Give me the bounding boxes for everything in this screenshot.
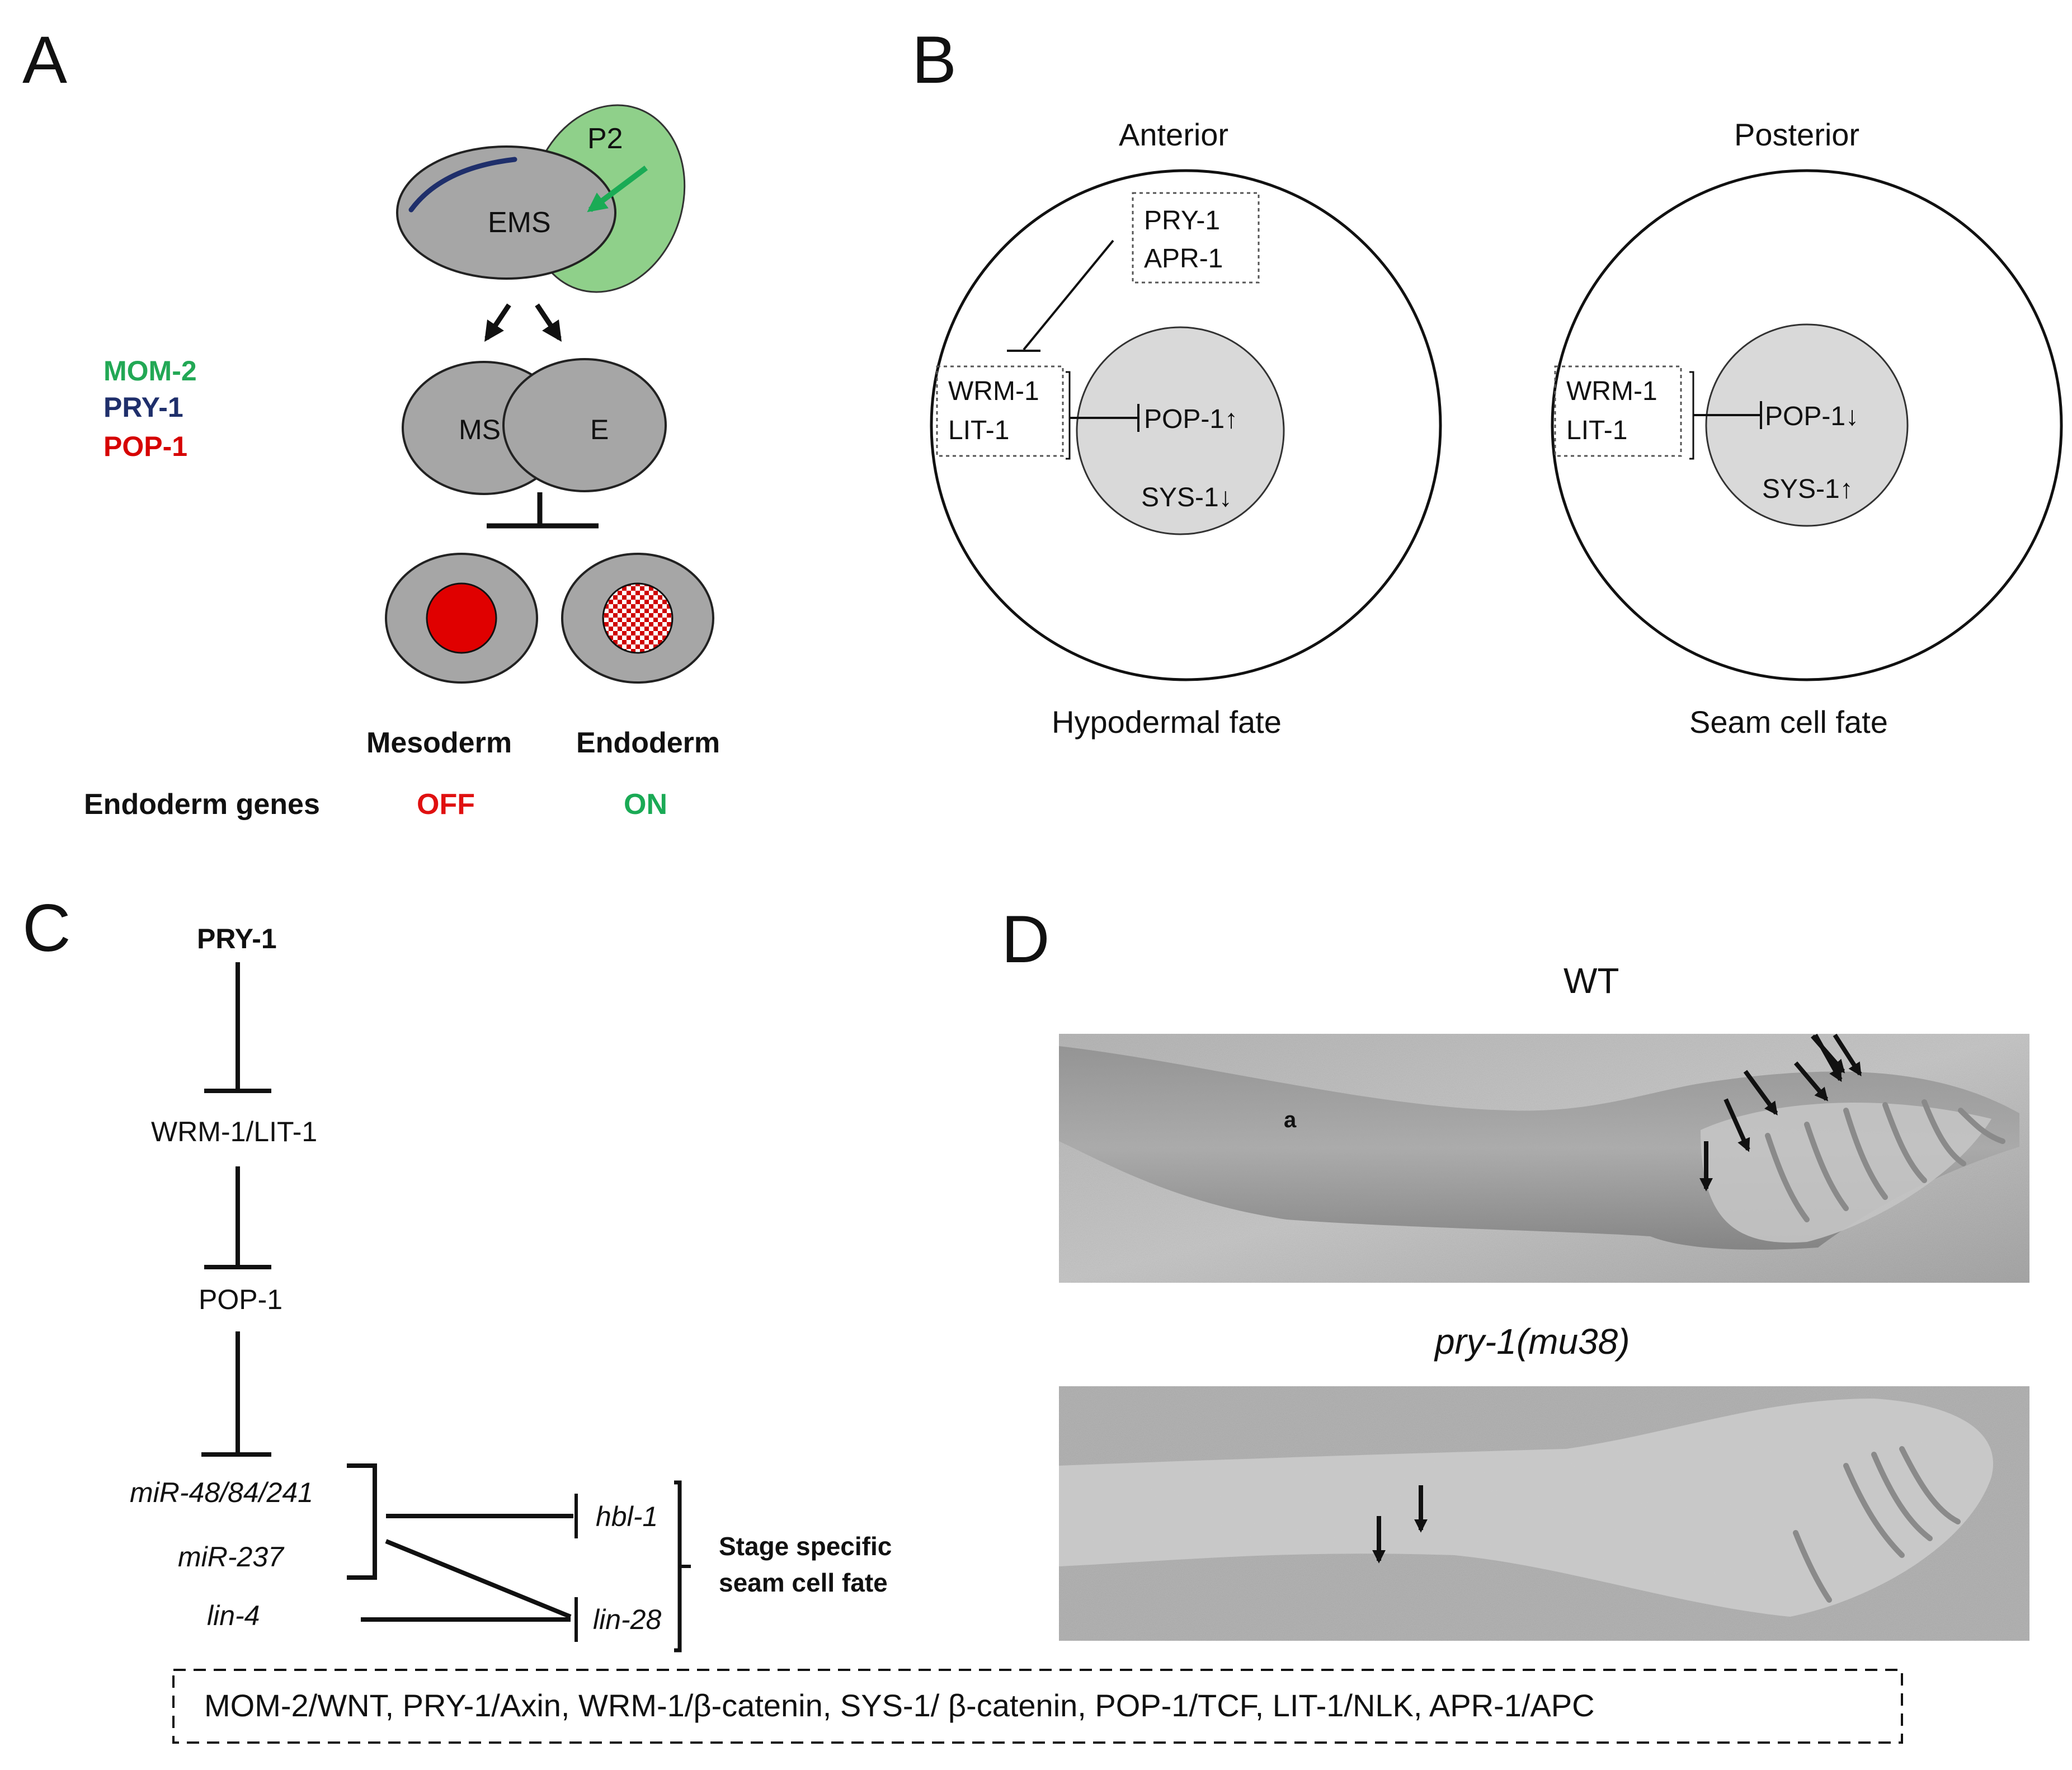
anterior-wrm1-lit1-box <box>936 365 1064 457</box>
panel-c: C PRY-1 WRM-1/LIT-1 POP-1 miR-48/84/241 … <box>22 891 892 1653</box>
mutant-rays <box>1793 1446 1961 1603</box>
posterior-nucleus <box>1705 323 1909 527</box>
footer-dashed-box <box>172 1669 1903 1744</box>
posterior-box-line1: WRM-1 <box>1566 376 1657 406</box>
panel-c-letter: C <box>22 891 71 966</box>
mir-to-lin28-line <box>385 1539 572 1619</box>
wt-label: WT <box>1564 961 1619 1001</box>
ems-label: EMS <box>488 206 551 239</box>
wt-annotation-a: a <box>1284 1108 1297 1132</box>
lin-4: lin-4 <box>207 1600 260 1631</box>
status-off: OFF <box>417 788 475 821</box>
fate-line2: seam cell fate <box>719 1568 888 1597</box>
p2-label: P2 <box>587 123 623 155</box>
panel-b-letter: B <box>912 22 957 97</box>
anterior-box2-line2: LIT-1 <box>948 416 1009 445</box>
anterior-box2-line1: WRM-1 <box>948 376 1039 406</box>
mutant-arrows <box>1372 1485 1428 1564</box>
mesoderm-label: Mesoderm <box>366 727 512 759</box>
mutant-micrograph <box>1059 1386 2029 1641</box>
anterior-box-bracket <box>1066 371 1071 460</box>
mutant-label: pry-1(mu38) <box>1434 1321 1630 1362</box>
target-lin28: lin-28 <box>593 1604 661 1635</box>
status-on: ON <box>624 788 667 821</box>
endoderm-nucleus-pop1-checkered <box>602 582 674 654</box>
pry1-apr1-box <box>1132 192 1260 284</box>
targets-bracket <box>674 1480 682 1653</box>
wt-arrows <box>1699 1033 1862 1192</box>
pathway-pop1: POP-1 <box>199 1284 282 1315</box>
pry1-crescent <box>408 157 517 213</box>
mutant-worm-body <box>1059 1399 1994 1617</box>
anterior-title: Anterior <box>1119 117 1228 152</box>
pathway-wrm1-lit1: WRM-1/LIT-1 <box>151 1116 317 1147</box>
posterior-wrm1-lit1-box <box>1554 365 1682 457</box>
mir-48-84-241: miR-48/84/241 <box>130 1477 313 1508</box>
panel-d: D WT a <box>1001 902 2029 1641</box>
wt-micrograph: a <box>1059 1033 2029 1283</box>
anterior-box1-line1: PRY-1 <box>1144 206 1220 236</box>
division-arrow-left <box>484 303 511 342</box>
posterior-title: Posterior <box>1734 117 1859 152</box>
seam-cell-fate-label: Seam cell fate <box>1689 704 1888 740</box>
legend-pop1: POP-1 <box>103 431 187 462</box>
anterior-pop1: POP-1↑ <box>1144 404 1238 434</box>
e-label: E <box>590 414 609 445</box>
endoderm-label: Endoderm <box>576 727 720 759</box>
footer-legend: MOM-2/WNT, PRY-1/Axin, WRM-1/β-catenin, … <box>172 1669 1903 1744</box>
wt-tail-region <box>1701 1103 1991 1243</box>
mir-bracket <box>347 1463 377 1580</box>
hypodermal-fate-label: Hypodermal fate <box>1052 704 1282 740</box>
panel-d-letter: D <box>1001 902 1050 977</box>
legend-pry1: PRY-1 <box>103 392 183 423</box>
e-cell <box>502 358 667 492</box>
anterior-sys1: SYS-1↓ <box>1141 483 1232 512</box>
ems-cell <box>396 145 616 280</box>
endoderm-genes-label: Endoderm genes <box>84 788 320 821</box>
posterior-box-line2: LIT-1 <box>1566 416 1627 445</box>
pry1-inhibits-wrm1-line <box>1023 239 1114 351</box>
posterior-pop1: POP-1↓ <box>1765 402 1859 431</box>
mesoderm-nucleus-pop1-high <box>426 582 497 654</box>
ms-label: MS <box>459 414 501 445</box>
division-arrow-right <box>535 303 562 342</box>
anterior-nucleus <box>1076 326 1285 535</box>
anterior-box1-line2: APR-1 <box>1144 244 1223 274</box>
legend-mom2: MOM-2 <box>103 355 197 387</box>
mom2-signal-arrow <box>587 166 648 213</box>
target-hbl1: hbl-1 <box>596 1501 658 1532</box>
posterior-sys1: SYS-1↑ <box>1762 474 1853 504</box>
panel-b: B Anterior PRY-1 APR-1 WRM-1 LIT-1 POP-1… <box>912 22 2063 740</box>
footer-text: MOM-2/WNT, PRY-1/Axin, WRM-1/β-catenin, … <box>204 1688 1595 1723</box>
mir-237: miR-237 <box>178 1541 285 1573</box>
wt-rays <box>1765 1099 2005 1222</box>
panel-a: A P2 EMS MS E MOM-2 PRY-1 POP-1 Mesoderm <box>22 22 720 821</box>
pathway-pry1: PRY-1 <box>197 923 277 954</box>
panel-a-letter: A <box>22 22 67 97</box>
fate-line1: Stage specific <box>719 1532 892 1561</box>
